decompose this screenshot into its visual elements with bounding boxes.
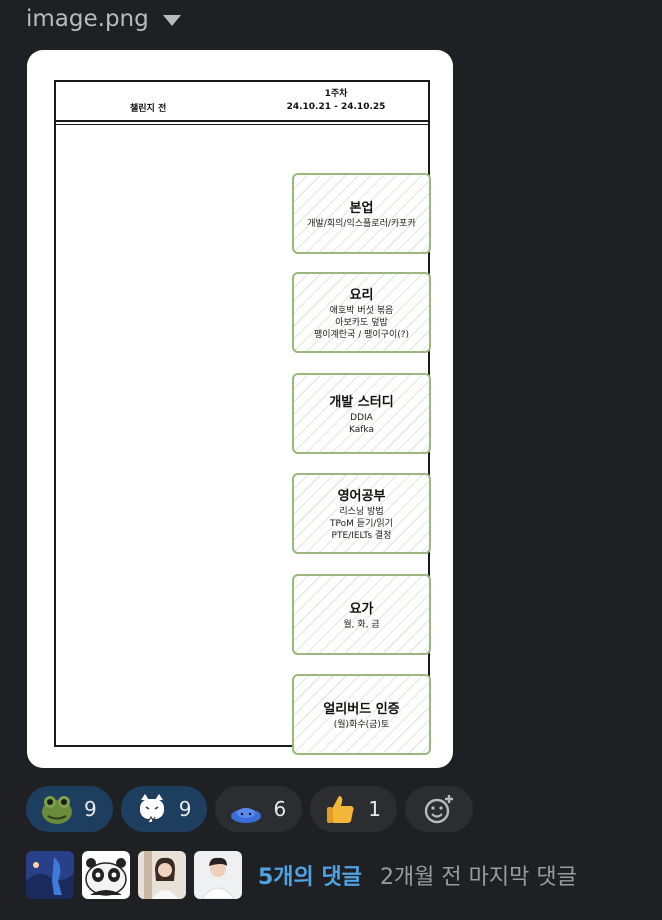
reactions-bar: 9 9 6 1 [26,786,473,832]
task-title: 요가 [349,602,374,617]
thumbs-up-emoji-icon [324,792,358,826]
task-title: 개발 스터디 [329,395,394,410]
reaction-thumbs-up[interactable]: 1 [310,786,397,832]
thread-summary[interactable]: 5개의 댓글 2개월 전 마지막 댓글 [26,851,577,899]
task-card: 본업 개발/회의/익스플로러/카포카 [292,173,431,254]
task-line: TPoM 듣기/읽기 [330,519,393,529]
reaction-blob[interactable]: 6 [215,786,303,832]
reaction-frog[interactable]: 9 [26,786,113,832]
task-line: PTE/IELTs 결정 [331,531,392,541]
task-line: DDIA [350,413,373,423]
sheet-header: 챌린지 전 1주차 24.10.21 - 24.10.25 [56,82,428,122]
task-title: 요리 [349,288,374,303]
image-attachment[interactable]: 챌린지 전 1주차 24.10.21 - 24.10.25 본업 개발/회의/익… [27,50,453,768]
reaction-count: 9 [84,797,97,821]
reaction-count: 6 [273,797,287,821]
avatar [194,851,242,899]
task-title: 영어공부 [337,489,386,504]
avatar [82,851,130,899]
cat-emoji-icon [135,792,169,826]
week-range: 24.10.21 - 24.10.25 [286,102,386,112]
file-header: image.png [26,6,181,32]
task-line: 팽이계란국 / 팽이구이(?) [313,330,410,340]
reaction-count: 9 [178,797,192,821]
week-header: 1주차 24.10.21 - 24.10.25 [286,88,386,114]
reaction-count: 1 [368,797,381,821]
schedule-sheet: 챌린지 전 1주차 24.10.21 - 24.10.25 본업 개발/회의/익… [54,80,431,755]
file-name[interactable]: image.png [26,6,149,32]
week-title: 1주차 [324,89,348,99]
reply-count-link[interactable]: 5개의 댓글 [258,865,362,890]
caret-down-icon[interactable] [162,14,181,26]
avatar [138,851,186,899]
task-line: 개발/회의/익스플로러/카포카 [307,219,416,229]
task-line: (월)화수(금)토 [333,720,390,730]
task-line: 월, 화, 금 [343,620,380,630]
header-divider [56,124,428,125]
task-title: 본업 [349,201,374,216]
reaction-cat[interactable]: 9 [120,786,208,832]
task-card: 개발 스터디 DDIA Kafka [292,373,431,454]
task-card: 요리 애호박 버섯 볶음 아보카도 덮밥 팽이계란국 / 팽이구이(?) [292,272,431,353]
task-line: 아보카도 덮밥 [335,318,388,328]
left-column-header: 챌린지 전 [130,104,167,114]
task-line: 애호박 버섯 볶음 [329,306,394,316]
task-card: 얼리버드 인증 (월)화수(금)토 [292,674,431,755]
add-emoji-icon [422,792,456,826]
task-title: 얼리버드 인증 [323,702,400,717]
add-reaction-button[interactable] [404,786,473,832]
frog-emoji-icon [40,792,74,826]
avatar [26,851,74,899]
task-line: Kafka [349,425,374,435]
blue-blob-emoji-icon [229,792,263,826]
last-reply-time: 2개월 전 마지막 댓글 [379,865,577,890]
task-line: 리스닝 방법 [339,507,384,517]
task-card: 요가 월, 화, 금 [292,574,431,655]
task-card: 영어공부 리스닝 방법 TPoM 듣기/읽기 PTE/IELTs 결정 [292,473,431,554]
